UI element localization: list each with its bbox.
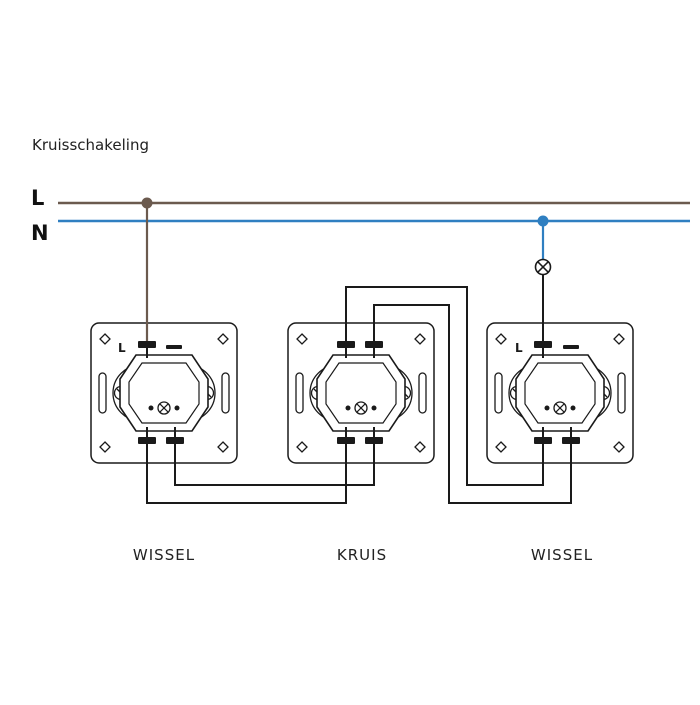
neutral-junction-dot [537,215,549,227]
line-label-l: L [31,186,45,210]
switch-label-middle: KRUIS [336,546,388,564]
switch-label-left: WISSEL [132,546,196,564]
terminal-label-left: L [118,341,126,355]
terminal-stems [146,348,572,437]
terminal-blocks [138,341,580,444]
switch-wissel-right [486,322,634,464]
traveller-wires [146,286,572,504]
switch-wissel-left [90,322,238,464]
switch-label-right: WISSEL [530,546,594,564]
lamp-icon [534,258,552,276]
diagram-title: Kruisschakeling [32,136,149,154]
live-junction-dot [141,197,153,209]
terminal-label-right: L [515,341,523,355]
line-label-n: N [31,221,49,245]
switch-kruis [287,322,435,464]
